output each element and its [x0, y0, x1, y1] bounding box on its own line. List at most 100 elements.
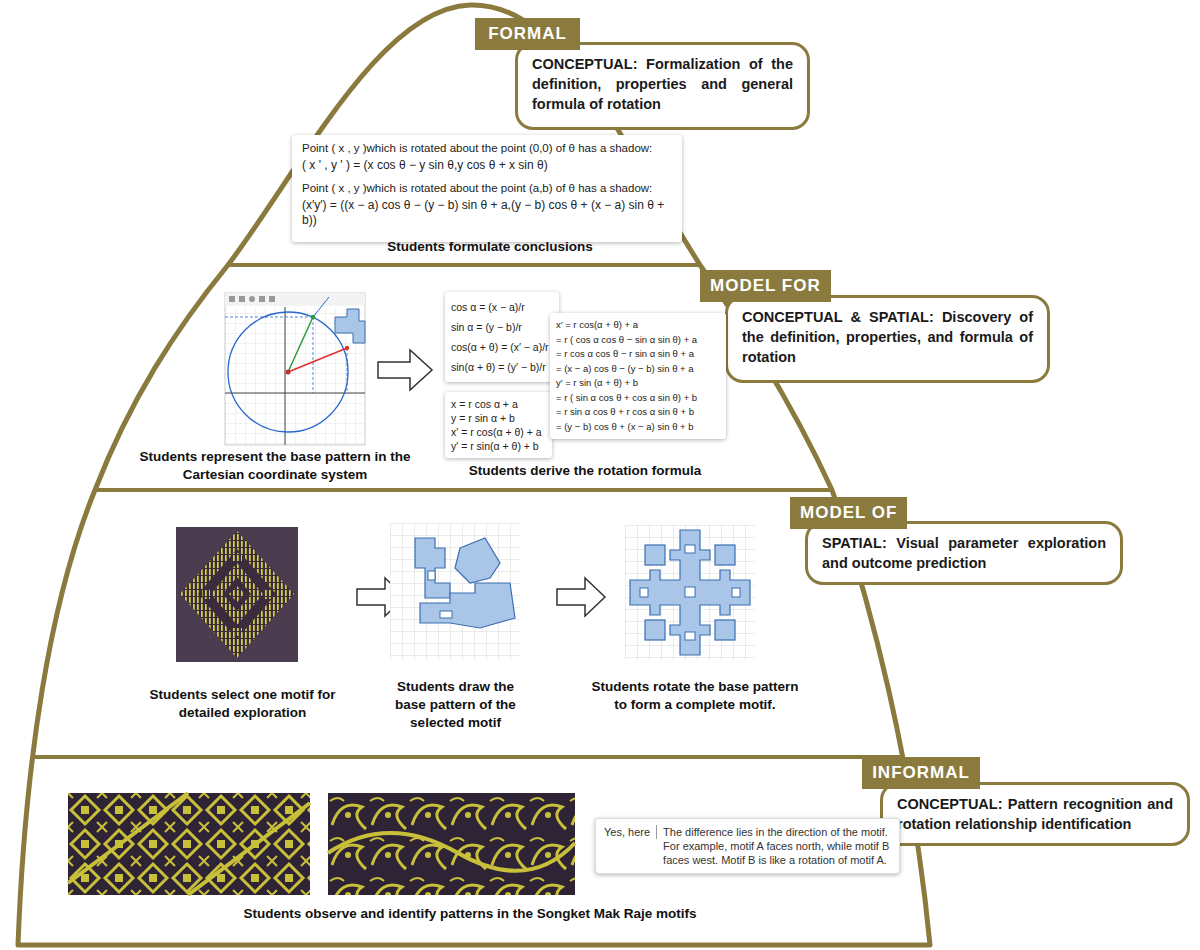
formula-line: x′ = r cos(α + θ) + a: [556, 318, 720, 333]
level-name: FORMAL: [485, 24, 570, 44]
formula-line: = (y − b) cos θ + (x − a) sin θ + b: [556, 420, 720, 435]
hollow-arrow: [378, 350, 432, 390]
formula-line: sin(α + θ) = (y′ − b)/r: [451, 357, 553, 377]
level-outline: [0, 5, 1200, 945]
caption: Students derive the rotation formula: [440, 462, 730, 480]
level-description: CONCEPTUAL: Pattern recognition and rota…: [897, 794, 1173, 834]
level-name: INFORMAL: [872, 763, 970, 783]
photo-pattern: [328, 793, 575, 895]
formula-line: = r cos α cos θ − r sin α sin θ + a: [556, 347, 720, 362]
formula-line: y′ = r sin (α + θ) + b: [556, 376, 720, 391]
dark-diamond: [198, 549, 276, 639]
statement-text: Point ( x , y )which is rotated about th…: [302, 181, 672, 196]
y-axis: [285, 307, 286, 445]
caption: Students rotate the base pattern to form…: [585, 678, 805, 714]
formula-line: y = r sin α + b: [451, 411, 546, 425]
complete-motif-drawing: [625, 525, 755, 660]
formula-line: x = r cos α + a: [451, 397, 546, 411]
formula-line: = (x − a) cos θ − (y − b) sin θ + a: [556, 362, 720, 377]
plot-frame: [225, 293, 365, 445]
level-callout: CONCEPTUAL: Formalization of the definit…: [515, 42, 810, 130]
formula-box: Point ( x , y )which is rotated about th…: [292, 135, 682, 242]
pattern-hole: [428, 571, 435, 580]
level-name: MODEL FOR: [710, 276, 821, 296]
formula-line: = r ( sin α cos θ + cos α sin θ) + b: [556, 391, 720, 406]
stitch-diamond: [229, 586, 245, 602]
stitch-diamond: [211, 563, 263, 625]
photo-pattern: [68, 793, 310, 895]
caption: Students observe and identify patterns i…: [120, 905, 820, 923]
formula-line: cos(α + θ) = (x′ − a)/r: [451, 337, 553, 357]
level-description: CONCEPTUAL & SPATIAL: Discovery of the d…: [742, 307, 1033, 367]
motif-holes: [640, 545, 740, 640]
radius-line: [288, 348, 347, 372]
chat-bubble: Yes, here The difference lies in the dire…: [595, 818, 900, 874]
pattern-hole: [440, 611, 452, 618]
stitch-block: [232, 628, 242, 636]
grid-ground: [390, 523, 520, 660]
chat-reply: Yes, here: [604, 825, 657, 839]
caption: Students formulate conclusions: [300, 238, 680, 256]
grid: [625, 525, 755, 660]
songket-photo: [68, 793, 310, 895]
base-pattern-drawing: [390, 523, 520, 660]
guide-line: [225, 317, 313, 318]
divider-line: [0, 263, 1200, 267]
pattern-pieces: [415, 538, 515, 628]
caption: Students draw the base pattern of the se…: [383, 678, 528, 732]
formula-line: sin α = (y − b)/r: [451, 317, 553, 337]
stitch-block: [232, 553, 242, 561]
statement-text: Point ( x , y )which is rotated about th…: [302, 141, 672, 156]
base-pattern-shape: [335, 309, 365, 343]
stitch-block: [202, 590, 210, 599]
formula-line: = r ( cos α cos θ − sin α sin θ) + a: [556, 333, 720, 348]
level-callout: CONCEPTUAL: Pattern recognition and rota…: [880, 782, 1190, 846]
level-dividers: [0, 265, 1200, 757]
stitch-block: [264, 590, 272, 599]
level-description: CONCEPTUAL: Formalization of the definit…: [532, 54, 793, 114]
photo-band: [328, 833, 575, 871]
divider-line: [0, 755, 1200, 759]
level-callout: CONCEPTUAL & SPATIAL: Discovery of the d…: [725, 295, 1050, 383]
grid-ground: [625, 525, 755, 660]
center-point: [286, 370, 291, 375]
guide-line: [313, 297, 329, 317]
chat-message: The difference lies in the direction of …: [663, 825, 891, 867]
level-name: MODEL OF: [800, 503, 897, 523]
level-tag: INFORMAL: [862, 757, 980, 789]
formula-line: cos α = (x − a)/r: [451, 297, 553, 317]
formula-box: x′ = r cos(α + θ) + a= r ( cos α cos θ −…: [550, 313, 726, 439]
formula-line: y′ = r sin(α + θ) + b: [451, 439, 546, 453]
photo-ground: [176, 527, 298, 662]
cartesian-plot: [225, 293, 365, 445]
formula-line: = r sin α cos θ + r cos α sin θ + b: [556, 405, 720, 420]
formula-line: ( x ' , y ' ) = (x cos θ − y sin θ,y cos…: [302, 158, 672, 173]
dark-diamond: [223, 577, 251, 611]
toolbar-icons: [229, 296, 275, 302]
level-tag: MODEL OF: [790, 497, 907, 529]
hollow-arrow: [557, 578, 605, 616]
point: [345, 346, 349, 350]
formula-line: x′ = r cos(α + θ) + a: [451, 425, 546, 439]
motif-photo: [176, 527, 298, 662]
rotation-circle: [228, 312, 348, 432]
level-callout: SPATIAL: Visual parameter exploration an…: [805, 521, 1123, 585]
guide-line: [313, 317, 314, 393]
guide-line: [347, 348, 348, 393]
divider-line: [0, 488, 1200, 492]
formula-box: cos α = (x − a)/rsin α = (y − b)/rcos(α …: [445, 292, 559, 382]
caption: Students represent the base pattern in t…: [135, 448, 415, 484]
level-tag: FORMAL: [475, 18, 580, 50]
plot-grid: [225, 307, 365, 445]
level-description: SPATIAL: Visual parameter exploration an…: [822, 533, 1106, 573]
formula-line: (x′y′) = ((x − a) cos θ − (y − b) sin θ …: [302, 198, 672, 228]
plot-toolbar: [225, 293, 365, 306]
stitch-diamond: [180, 531, 294, 658]
caption: Students select one motif for detailed e…: [135, 686, 350, 722]
level-tag: MODEL FOR: [700, 270, 831, 302]
motif-pieces: [630, 530, 750, 655]
songket-photo: [328, 793, 575, 895]
formula-box: x = r cos α + ay = r sin α + bx′ = r cos…: [445, 392, 552, 458]
photo-band: [68, 793, 310, 895]
